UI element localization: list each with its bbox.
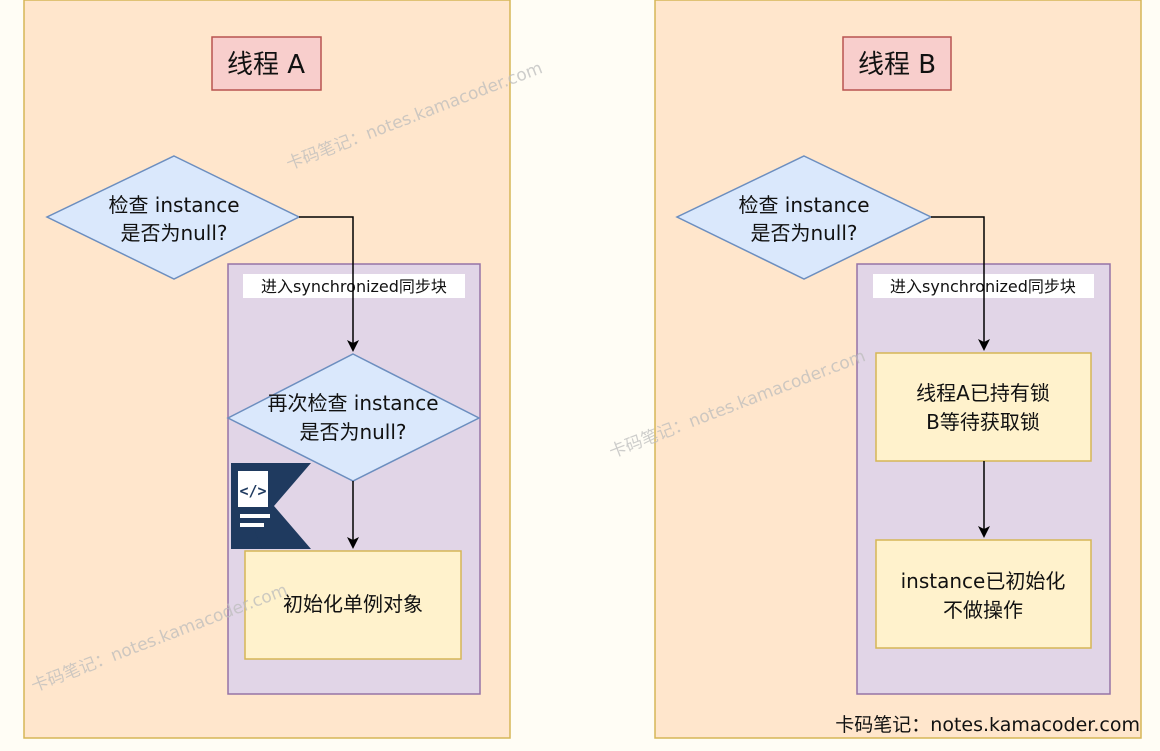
thread-b-panel: 线程 B 检查 instance 是否为null? 进入synchronized… [654,0,1142,739]
thread-b-check-instance-decision: 检查 instance 是否为null? [675,155,933,280]
thread-b-result-line1: instance已初始化 [901,569,1066,593]
thread-a-init-singleton-box: 初始化单例对象 [244,550,462,660]
thread-a-title: 线程 A [211,36,322,91]
thread-b-sync-label: 进入synchronized同步块 [890,277,1076,296]
thread-a-panel: 线程 A 检查 instance 是否为null? 进入synchronized… [23,0,511,739]
thread-b-wait-line1: 线程A已持有锁 [916,381,1050,405]
svg-text:</>: </> [239,482,266,500]
kamacoder-logo-icon: </> [231,463,311,549]
thread-b-instance-initialized-box: instance已初始化 不做操作 [875,539,1092,649]
thread-a-recheck-instance-decision: 再次检查 instance 是否为null? [226,353,481,482]
thread-b-title: 线程 B [842,36,952,91]
thread-b-check1-line1: 检查 instance [738,193,869,217]
thread-a-sync-label: 进入synchronized同步块 [261,277,447,296]
thread-b-title-text: 线程 B [858,50,936,80]
footer-watermark: 卡码笔记：notes.kamacoder.com [835,714,1140,736]
thread-b-connector-1 [931,216,990,351]
thread-a-check2-line1: 再次检查 instance [267,391,438,415]
thread-b-wait-lock-box: 线程A已持有锁 B等待获取锁 [875,352,1092,462]
thread-b-result-line2: 不做操作 [943,598,1023,622]
thread-a-action-text: 初始化单例对象 [283,592,423,616]
thread-b-wait-line2: B等待获取锁 [926,410,1040,434]
thread-a-check1-line1: 检查 instance [108,193,239,217]
thread-b-check1-line2: 是否为null? [750,221,857,245]
thread-a-connector-1 [299,216,359,352]
thread-a-check-instance-decision: 检查 instance 是否为null? [45,155,301,280]
thread-a-title-text: 线程 A [227,50,305,80]
thread-a-check2-line2: 是否为null? [299,420,406,444]
thread-a-check1-line2: 是否为null? [120,221,227,245]
